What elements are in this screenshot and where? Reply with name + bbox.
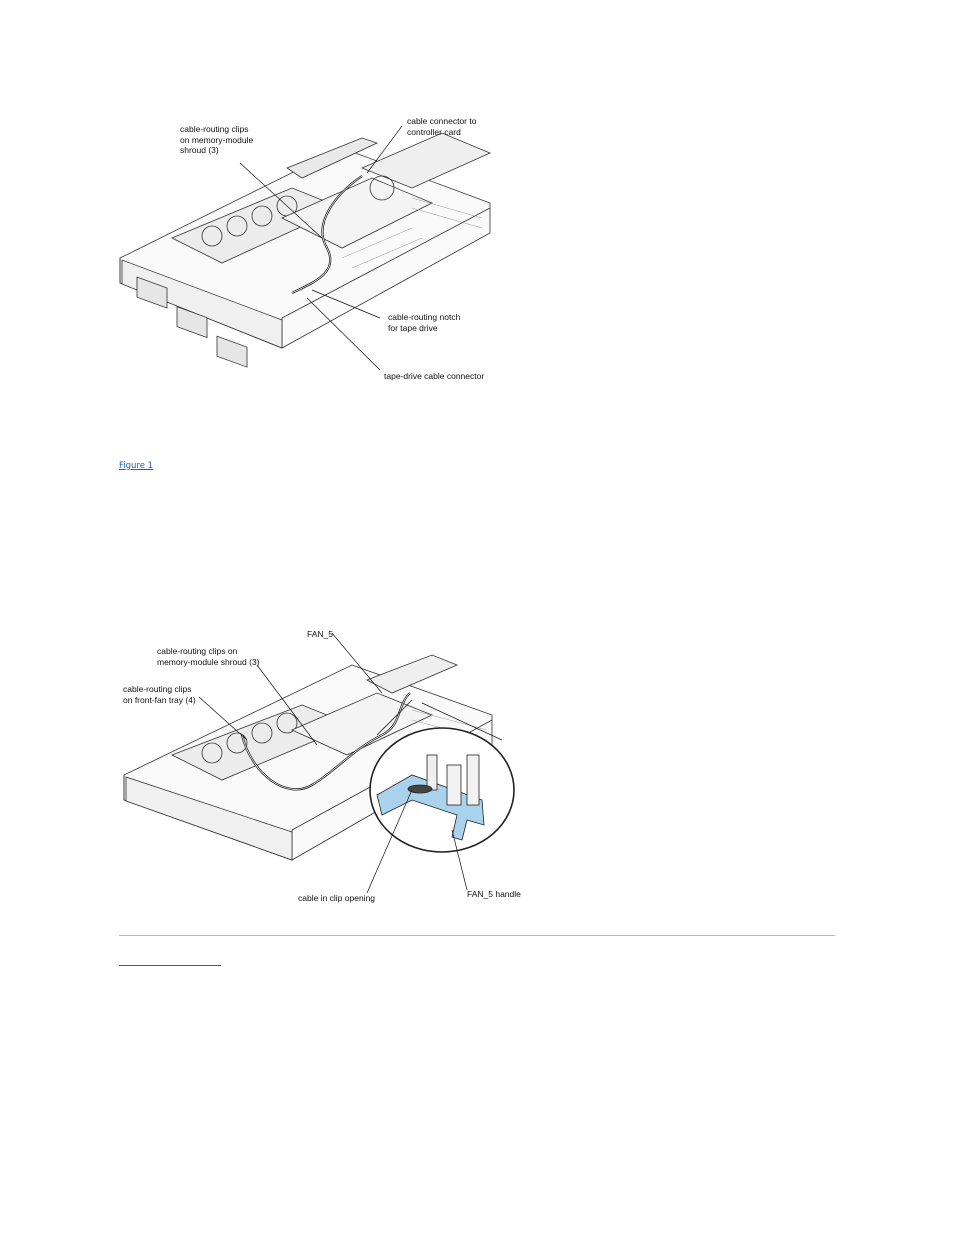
figure-1-line-art bbox=[119, 125, 492, 371]
callout-cable-connector-controller-card: cable connector to controller card bbox=[407, 116, 477, 137]
callout-fan-5: FAN_5 bbox=[307, 629, 333, 639]
callout-cable-routing-clips-memory-shroud: cable-routing clips on memory-module shr… bbox=[157, 646, 260, 667]
callout-fan-5-handle: FAN_5 handle bbox=[467, 889, 521, 899]
figure-1-link[interactable]: Figure 1 bbox=[119, 461, 154, 471]
figure-2-line-art bbox=[123, 632, 515, 894]
callout-cable-routing-notch-tape-drive: cable-routing notch for tape drive bbox=[388, 312, 461, 333]
callout-tape-drive-cable-connector: tape-drive cable connector bbox=[384, 371, 485, 381]
callout-cable-routing-clips-front-fan-tray: cable-routing clips on front-fan tray (4… bbox=[123, 684, 196, 705]
callout-cable-in-clip-opening: cable in clip opening bbox=[298, 893, 376, 903]
horizontal-divider bbox=[119, 935, 835, 936]
callout-cable-routing-clips-memory-shroud: cable-routing clips on memory-module shr… bbox=[180, 124, 254, 155]
back-to-contents-link[interactable] bbox=[119, 957, 221, 966]
figure-1-illustration bbox=[112, 108, 512, 393]
figure-2-illustration bbox=[112, 625, 532, 910]
